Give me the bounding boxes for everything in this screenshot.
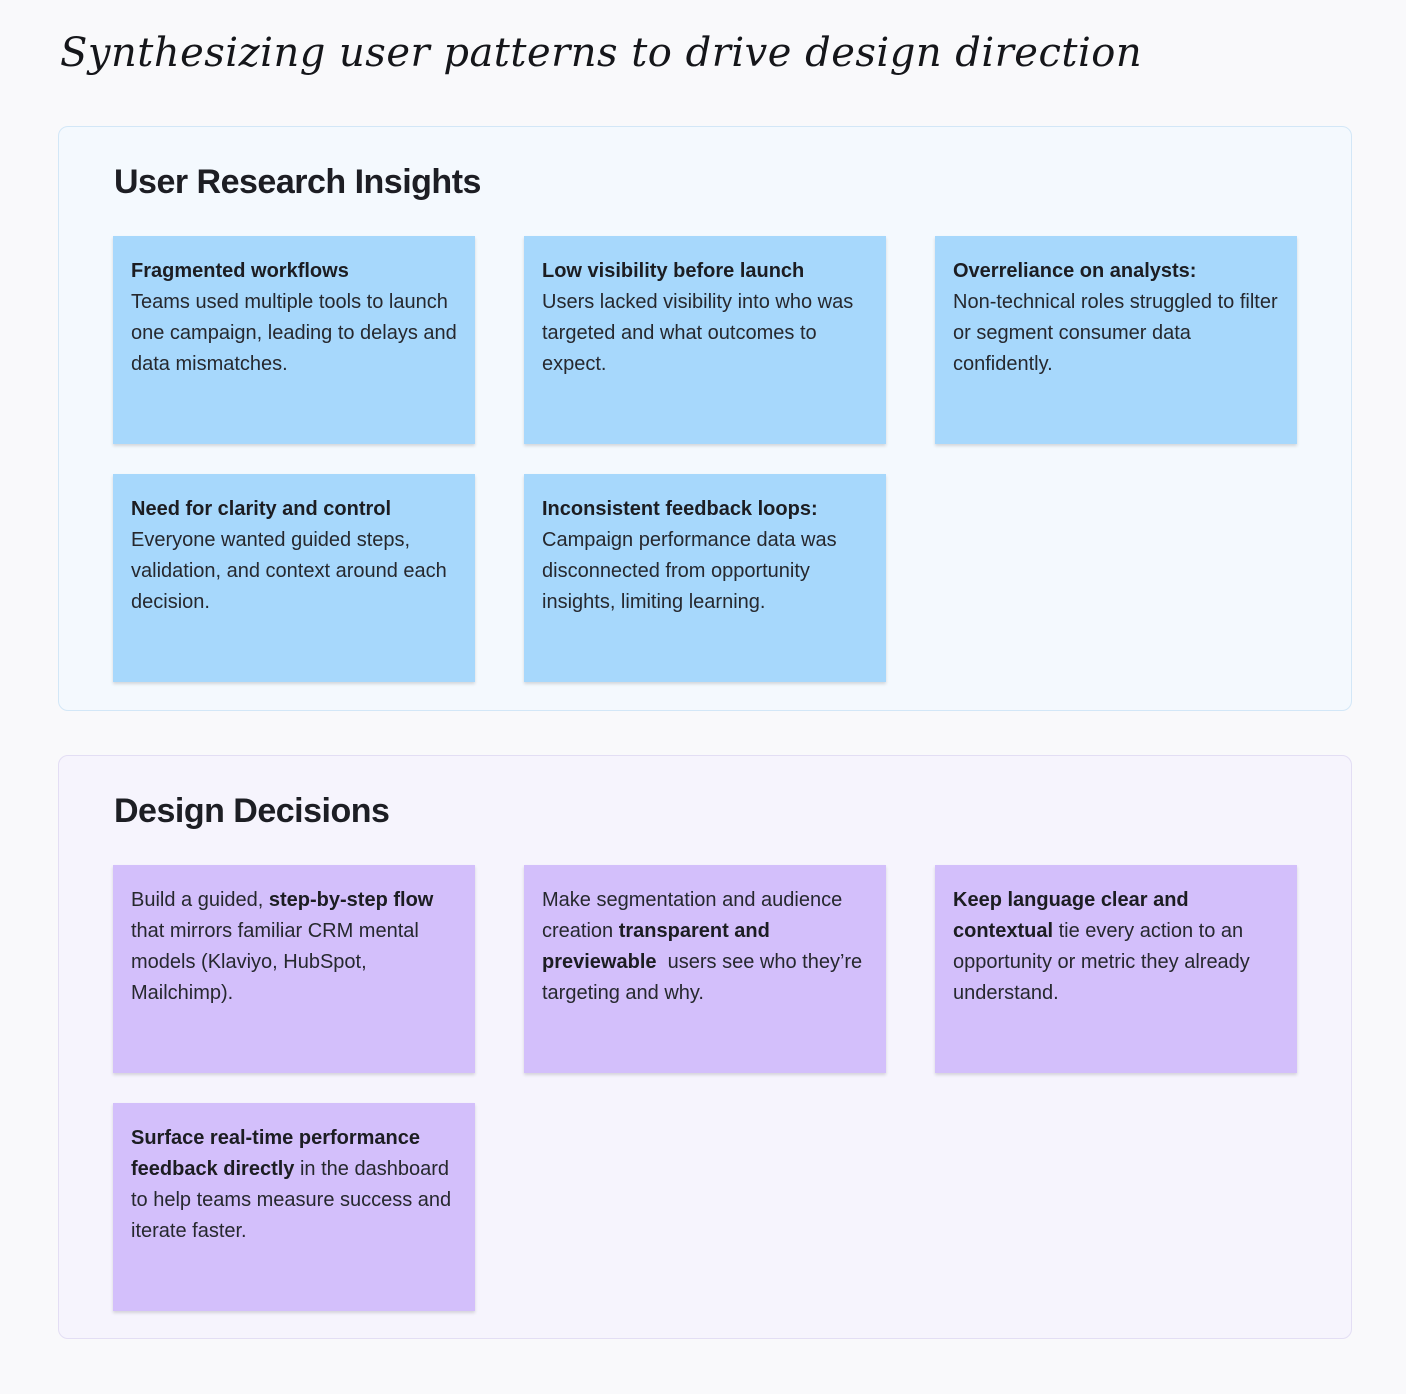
design-decisions-panel: Design Decisions Build a guided, step-by… <box>58 755 1352 1339</box>
insight-card-body: Teams used multiple tools to launch one … <box>131 291 457 375</box>
research-insights-heading: User Research Insights <box>114 163 481 201</box>
decision-card-text: Make segmentation and audience creation <box>542 889 843 942</box>
decision-card-text: tie every action to an opportunity or me… <box>953 920 1250 1004</box>
decision-card-guided-flow: Build a guided, step-by-step flow that m… <box>113 865 475 1073</box>
insight-card-title: Low visibility before launch <box>542 260 805 282</box>
insight-card-fragmented-workflows: Fragmented workflows Teams used multiple… <box>113 236 475 444</box>
decision-card-text: Build a guided, <box>131 889 269 911</box>
insight-card-title: Need for clarity and control <box>131 498 392 520</box>
decision-card-clear-language: Keep language clear and contextual tie e… <box>935 865 1297 1073</box>
decision-card-emphasis: transparent and previewable <box>542 920 770 973</box>
insight-card-overreliance-on-analysts: Overreliance on analysts: Non-technical … <box>935 236 1297 444</box>
decision-card-emphasis: Keep language clear and contextual <box>953 889 1189 942</box>
insight-card-body: Campaign performance data was disconnect… <box>542 529 837 613</box>
decision-card-text: that mirrors familiar CRM mental models … <box>131 920 419 1004</box>
insight-card-low-visibility: Low visibility before launch Users lacke… <box>524 236 886 444</box>
decision-card-emphasis: Surface real-time performance feedback d… <box>131 1127 421 1180</box>
insight-card-clarity-and-control: Need for clarity and control Everyone wa… <box>113 474 475 682</box>
design-decisions-heading: Design Decisions <box>114 792 390 830</box>
insight-card-title: Inconsistent feedback loops: <box>542 498 818 520</box>
decision-card-emphasis: step-by-step flow <box>268 889 434 911</box>
insight-card-body: Non-technical roles struggled to filter … <box>953 291 1278 375</box>
insight-card-body: Everyone wanted guided steps, validation… <box>131 529 447 613</box>
decision-card-transparent-segmentation: Make segmentation and audience creation … <box>524 865 886 1073</box>
decision-card-realtime-feedback: Surface real-time performance feedback d… <box>113 1103 475 1311</box>
research-insights-panel: User Research Insights Fragmented workfl… <box>58 126 1352 711</box>
insight-card-body: Users lacked visibility into who was tar… <box>542 291 854 375</box>
decision-card-text: in the dashboard to help teams measure s… <box>131 1158 452 1242</box>
insight-card-title: Overreliance on analysts: <box>953 260 1197 282</box>
insight-card-feedback-loops: Inconsistent feedback loops: Campaign pe… <box>524 474 886 682</box>
decision-card-text: users see who they’re targeting and why. <box>542 951 868 1004</box>
insight-card-title: Fragmented workflows <box>131 260 349 282</box>
page-title: Synthesizing user patterns to drive desi… <box>60 30 1143 76</box>
